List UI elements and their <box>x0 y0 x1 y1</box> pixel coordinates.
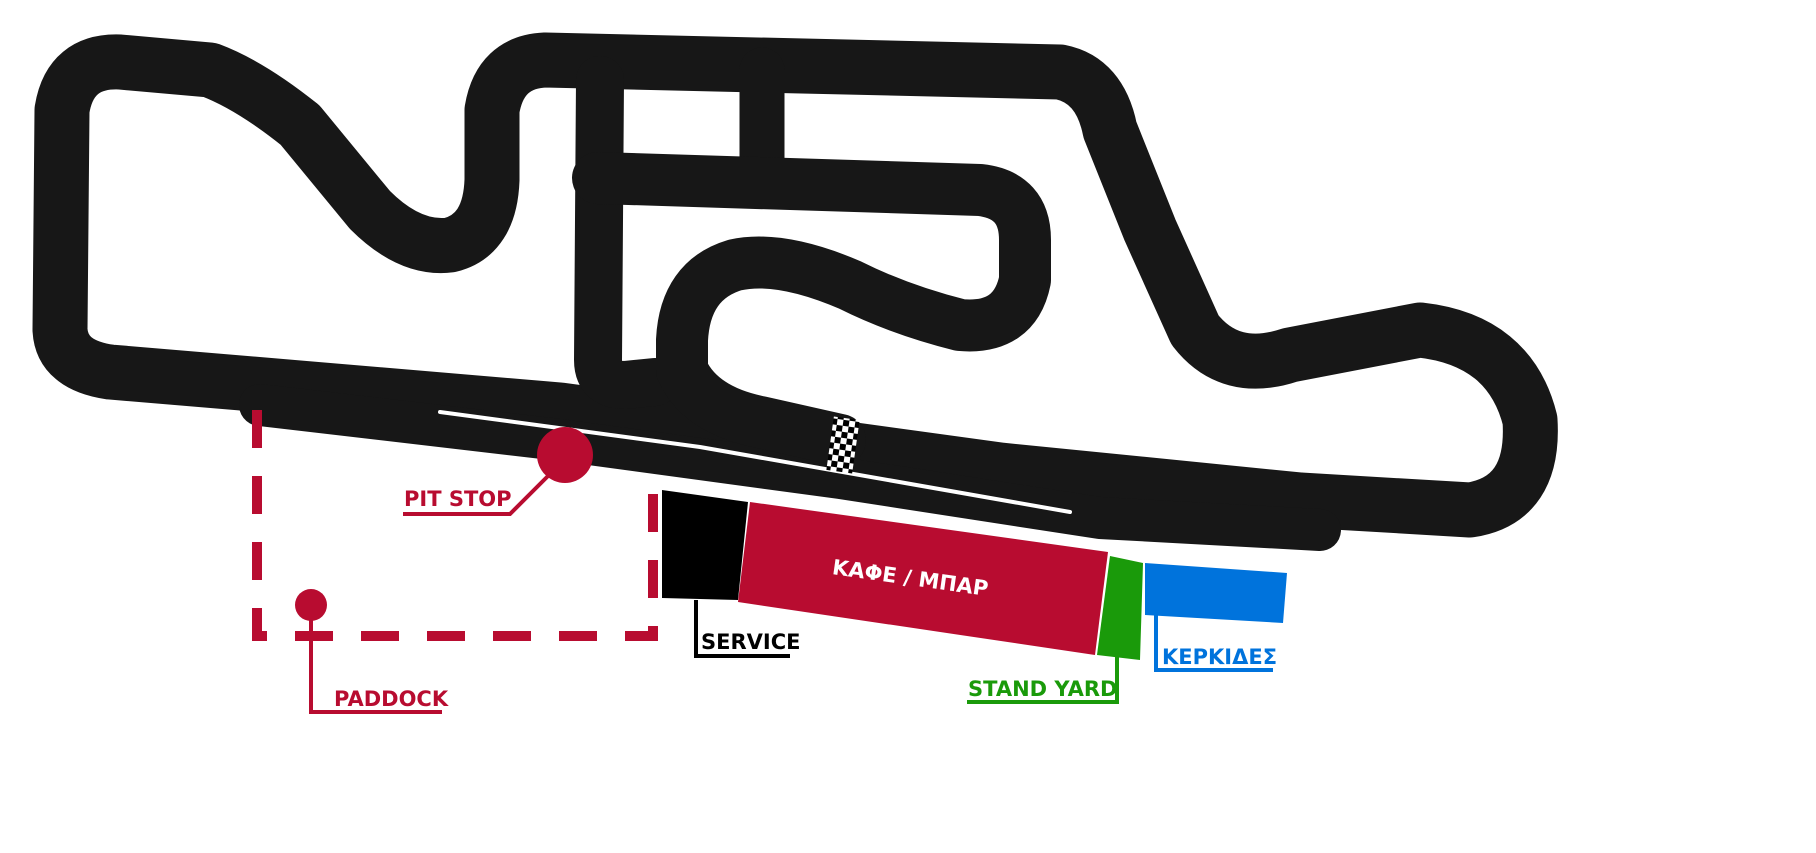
service-callout-line <box>694 600 790 658</box>
track-main-loop <box>32 32 1558 538</box>
stands-callout-line <box>1154 615 1273 672</box>
pit-stop-marker[interactable] <box>537 427 593 483</box>
checkered-flag-icon <box>826 416 860 474</box>
service-label: SERVICE <box>701 630 800 654</box>
paddock-callout-line <box>309 620 442 714</box>
track-infield-section <box>572 152 1051 466</box>
track-pit-lane <box>239 384 1341 551</box>
stands-label: ΚΕΡΚΙΔΕΣ <box>1162 645 1277 669</box>
pit-lane-divider <box>438 410 1072 514</box>
stand-yard-callout-line <box>967 656 1119 704</box>
paddock-boundary <box>252 410 658 641</box>
cafe-bar-zone[interactable] <box>738 502 1108 655</box>
paddock-label: PADDOCK <box>334 687 449 711</box>
paddock-marker[interactable] <box>295 589 327 621</box>
pit-stop-callout-line <box>403 474 550 516</box>
pit-stop-label: PIT STOP <box>404 487 512 511</box>
stand-yard-label: STAND YARD <box>968 677 1117 701</box>
stand-yard-zone[interactable] <box>1097 556 1143 660</box>
track-inner-vertical <box>574 56 679 409</box>
service-zone[interactable] <box>662 490 748 600</box>
race-track <box>32 32 1558 551</box>
stands-zone[interactable] <box>1145 563 1287 623</box>
